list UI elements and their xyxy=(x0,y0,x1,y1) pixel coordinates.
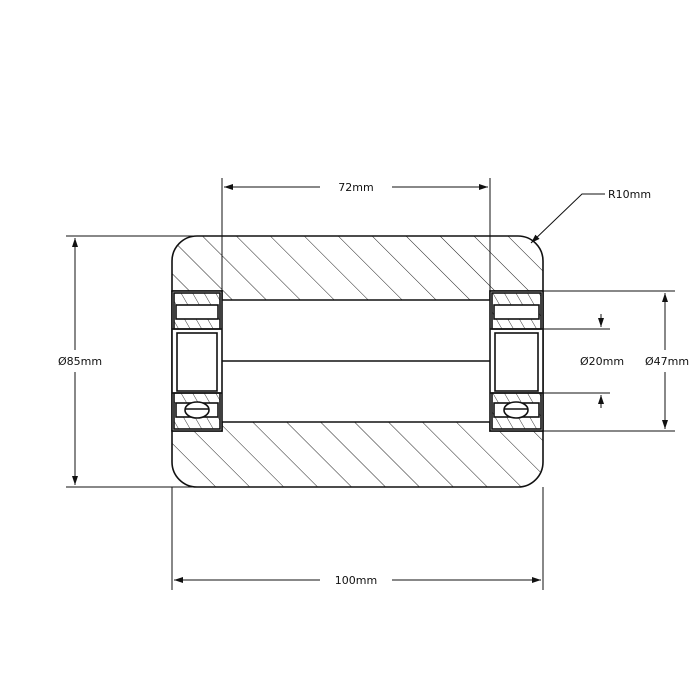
right-bearing xyxy=(489,290,544,432)
body-top-section xyxy=(171,235,544,301)
dim-47mm: Ø47mm xyxy=(645,355,689,368)
dim-100mm: 100mm xyxy=(335,574,377,587)
dim-r10mm: R10mm xyxy=(608,188,651,201)
dim-72mm: 72mm xyxy=(338,181,373,194)
dim-20mm: Ø20mm xyxy=(580,355,624,368)
left-bearing xyxy=(171,290,223,432)
body-bottom-section xyxy=(171,421,544,488)
dim-85mm: Ø85mm xyxy=(58,355,102,368)
